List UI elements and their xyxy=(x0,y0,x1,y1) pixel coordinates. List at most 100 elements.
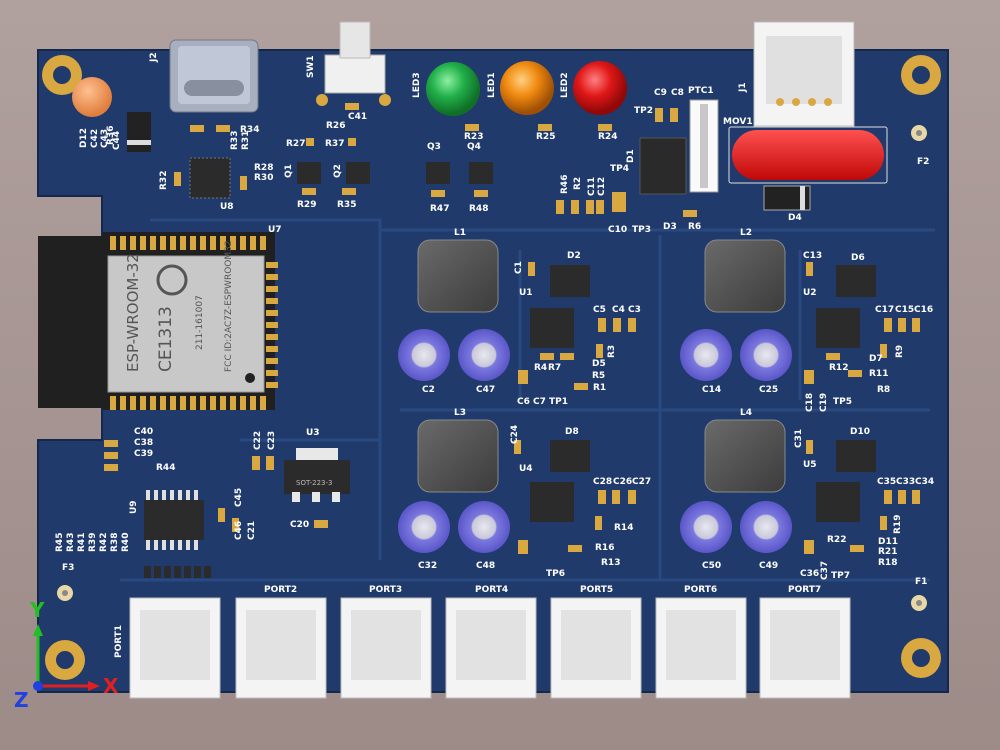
ref-label: C45 xyxy=(234,487,244,507)
ref-label: R47 xyxy=(430,204,450,214)
port-label: PORT7 xyxy=(788,585,822,595)
ref-label: C46 xyxy=(234,520,244,540)
ref-label: U5 xyxy=(803,460,817,470)
ref-label: U4 xyxy=(519,464,533,474)
ref-label: R32 xyxy=(159,170,169,190)
power-connector xyxy=(753,21,855,127)
ref-label: C3 xyxy=(628,305,641,315)
ref-label: R4 xyxy=(534,363,548,373)
ref-label: R38 xyxy=(110,532,120,552)
module-fcc: FCC ID:2AC7Z-ESPWROOM32 xyxy=(224,240,234,372)
ref-label: U2 xyxy=(803,288,817,298)
ref-label: U1 xyxy=(519,288,533,298)
ref-label: C4 xyxy=(612,305,625,315)
ref-label: R40 xyxy=(121,532,131,552)
ref-label: R44 xyxy=(156,463,176,473)
ref-label: R30 xyxy=(254,173,274,183)
ref-label: C1 xyxy=(514,261,524,274)
ref-label: R6 xyxy=(688,222,702,232)
ref-label: MOV1 xyxy=(723,117,753,127)
ref-label: Q1 xyxy=(284,164,294,178)
ref-label: R13 xyxy=(601,558,621,568)
port-label: PORT2 xyxy=(264,585,298,595)
port-label: PORT5 xyxy=(580,585,614,595)
smd-passives xyxy=(104,103,920,554)
ref-label: R43 xyxy=(66,532,76,552)
ref-label: C24 xyxy=(510,424,520,444)
ref-label: C21 xyxy=(247,520,257,540)
ref-label: R19 xyxy=(893,514,903,534)
ref-label: R3 xyxy=(607,344,617,358)
ref-label: J2 xyxy=(149,52,159,62)
ref-label: C41 xyxy=(348,112,368,122)
ref-label: C12 xyxy=(597,176,607,196)
ref-label: C22 xyxy=(253,430,263,450)
buck-block-1 xyxy=(398,239,590,381)
ref-label: R34 xyxy=(240,125,260,135)
ref-label: D2 xyxy=(567,251,581,261)
ref-label: U9 xyxy=(129,500,139,514)
axis-x-label: X xyxy=(103,674,119,698)
ref-label: L1 xyxy=(454,228,466,238)
regulator-marking: SOT-223-3 xyxy=(296,479,333,487)
ic-u9 xyxy=(144,490,211,578)
ref-label: F2 xyxy=(917,157,930,167)
ref-label: R33 xyxy=(230,130,240,150)
ref-label: C32 xyxy=(418,561,438,571)
ref-label: D6 xyxy=(851,253,865,263)
ref-label: F1 xyxy=(915,577,928,587)
led-green xyxy=(426,62,480,116)
trace-layer xyxy=(120,218,935,690)
ref-label: C50 xyxy=(702,561,722,571)
ref-label: R12 xyxy=(829,363,849,373)
ref-label: L2 xyxy=(740,228,752,238)
ref-label: U3 xyxy=(306,428,320,438)
ref-label: R41 xyxy=(77,532,87,552)
ref-label: C17 xyxy=(875,305,895,315)
ref-label: R45 xyxy=(55,532,65,552)
ref-label: D5 xyxy=(592,359,606,369)
ref-label: C36 xyxy=(800,569,820,579)
ref-label: C34 xyxy=(915,477,935,487)
ref-label: C5 xyxy=(593,305,606,315)
ref-label: Q3 xyxy=(427,142,441,152)
ref-label: R9 xyxy=(895,344,905,358)
ref-label: R31 xyxy=(241,130,251,150)
usb-c-connector xyxy=(169,39,259,113)
ref-label: J1 xyxy=(738,82,748,92)
ref-label: F3 xyxy=(62,563,75,573)
ref-label: R1 xyxy=(593,383,607,393)
module-name: ESP-WROOM-32 xyxy=(124,253,142,372)
ref-label: C7 xyxy=(533,397,546,407)
ref-label: C15 xyxy=(895,305,915,315)
regulator-u3 xyxy=(284,448,350,502)
ref-label: R7 xyxy=(548,363,562,373)
ref-label: C38 xyxy=(134,438,154,448)
ref-label: C2 xyxy=(422,385,435,395)
ref-label: R46 xyxy=(560,174,570,194)
ref-label: D1 xyxy=(626,149,636,163)
ref-label: R11 xyxy=(869,369,889,379)
ref-label: C42 xyxy=(90,128,100,148)
ref-label: R29 xyxy=(297,200,317,210)
ref-label: C31 xyxy=(794,428,804,448)
ref-label: R26 xyxy=(326,121,346,131)
ref-label: Q4 xyxy=(467,142,481,152)
ref-label: C9 xyxy=(654,88,667,98)
ref-label: TP4 xyxy=(610,164,629,174)
ref-label: Q2 xyxy=(333,164,343,178)
module-r: 211-161007 xyxy=(195,295,205,350)
ref-label: R48 xyxy=(469,204,489,214)
ref-label: R37 xyxy=(325,139,345,149)
ref-label: L4 xyxy=(740,408,752,418)
esp32-module xyxy=(38,232,278,410)
ref-label: L3 xyxy=(454,408,466,418)
port-label: PORT4 xyxy=(475,585,509,595)
ref-label: C48 xyxy=(476,561,496,571)
ref-label: R23 xyxy=(464,132,484,142)
ref-label: C16 xyxy=(914,305,934,315)
buck-block-3 xyxy=(398,419,590,553)
ic-u8 xyxy=(189,157,231,199)
ref-label: TP7 xyxy=(831,571,850,581)
